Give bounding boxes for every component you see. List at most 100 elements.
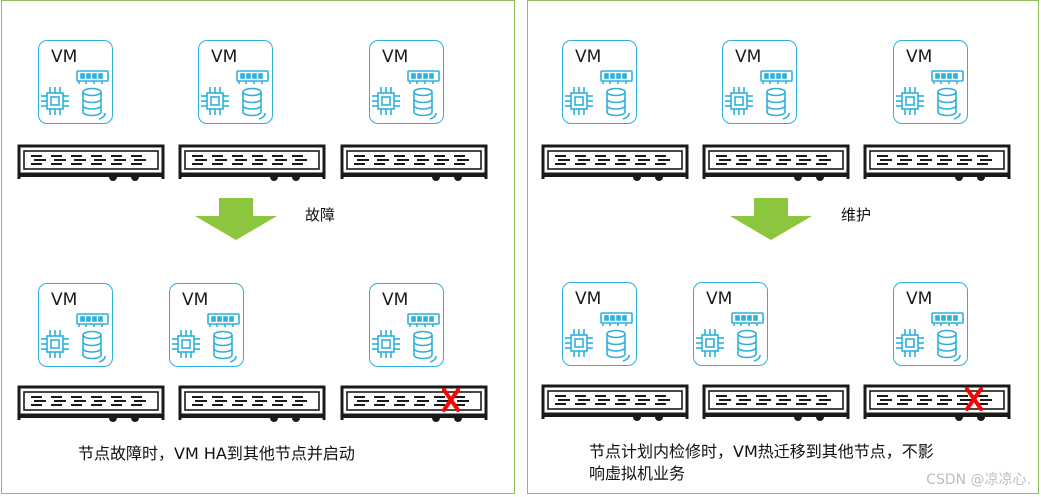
vm-label: VM — [211, 47, 238, 67]
rack-server-icon — [17, 385, 165, 423]
vm-card: VM — [562, 282, 637, 366]
disk-database-icon — [82, 330, 106, 363]
vm-label: VM — [51, 47, 78, 67]
memory-module-icon — [931, 70, 964, 84]
vm-card: VM — [562, 40, 637, 124]
rack-server-shape — [863, 144, 1011, 181]
rack-server-icon — [702, 144, 850, 182]
arrow-shape — [730, 198, 812, 240]
vm-contents — [696, 312, 764, 362]
disk-database-icon — [213, 330, 237, 363]
cpu-chip-icon — [41, 330, 69, 358]
cpu-chip-icon — [896, 87, 924, 115]
rack-server-icon — [541, 144, 689, 182]
disk-database-icon — [766, 87, 790, 120]
action-label-maintenance: 维护 — [841, 206, 872, 224]
rack-server-shape — [541, 384, 689, 421]
memory-module-icon — [236, 70, 269, 84]
vm-label: VM — [51, 290, 78, 310]
vm-label: VM — [735, 47, 762, 67]
vm-label: VM — [575, 47, 602, 67]
disk-database-icon — [937, 87, 961, 120]
memory-module-icon — [76, 70, 109, 84]
vm-card: VM — [38, 40, 113, 124]
cpu-chip-icon — [725, 87, 753, 115]
vm-contents — [372, 313, 440, 363]
vm-contents — [565, 70, 633, 120]
rack-server-shape — [17, 144, 165, 181]
vm-contents — [565, 312, 633, 362]
rack-server-icon — [178, 385, 326, 423]
rack-server-shape — [340, 144, 488, 181]
vm-card: VM — [169, 283, 244, 367]
cpu-chip-icon — [896, 329, 924, 357]
down-arrow-icon — [195, 198, 277, 240]
maintenance-caption-line-2: 响虚拟机业务 — [589, 464, 686, 483]
memory-module-icon — [407, 70, 440, 84]
memory-module-icon — [76, 313, 109, 327]
watermark: CSDN @凉凉心. — [926, 472, 1031, 488]
vm-card: VM — [369, 283, 444, 367]
vm-card: VM — [369, 40, 444, 124]
action-label-failure: 故障 — [305, 206, 336, 224]
vm-card: VM — [722, 40, 797, 124]
rack-server-icon — [863, 144, 1011, 182]
rack-server-shape — [541, 144, 689, 181]
cpu-chip-icon — [696, 329, 724, 357]
vm-contents — [896, 70, 964, 120]
vm-card: VM — [38, 283, 113, 367]
disk-database-icon — [242, 87, 266, 120]
cpu-chip-icon — [201, 87, 229, 115]
vm-label: VM — [182, 290, 209, 310]
vm-label: VM — [906, 289, 933, 309]
cpu-chip-icon — [372, 330, 400, 358]
rack-server-icon — [702, 384, 850, 422]
vm-label: VM — [382, 290, 409, 310]
down-arrow-icon — [730, 198, 812, 240]
cpu-chip-icon — [372, 87, 400, 115]
red-x-icon — [442, 388, 460, 412]
vm-contents — [896, 312, 964, 362]
cpu-chip-icon — [565, 329, 593, 357]
vm-card: VM — [893, 282, 968, 366]
rack-server-shape — [17, 385, 165, 422]
memory-module-icon — [407, 313, 440, 327]
arrow-shape — [195, 198, 277, 240]
disk-database-icon — [937, 329, 961, 362]
rack-server-shape — [702, 384, 850, 421]
disk-database-icon — [737, 329, 761, 362]
disk-database-icon — [413, 330, 437, 363]
disk-database-icon — [82, 87, 106, 120]
rack-server-shape — [863, 384, 1011, 421]
memory-module-icon — [731, 312, 764, 326]
rack-server-icon — [17, 144, 165, 182]
cpu-chip-icon — [41, 87, 69, 115]
rack-server-shape — [340, 385, 488, 422]
vm-contents — [41, 70, 109, 120]
rack-server-shape — [178, 385, 326, 422]
memory-module-icon — [600, 70, 633, 84]
rack-server-shape — [702, 144, 850, 181]
vm-card: VM — [693, 282, 768, 366]
vm-card: VM — [198, 40, 273, 124]
memory-module-icon — [760, 70, 793, 84]
vm-contents — [172, 313, 240, 363]
cpu-chip-icon — [172, 330, 200, 358]
vm-contents — [725, 70, 793, 120]
failed-rack-server-icon — [340, 385, 488, 423]
vm-label: VM — [575, 289, 602, 309]
memory-module-icon — [207, 313, 240, 327]
vm-label: VM — [706, 289, 733, 309]
vm-contents — [372, 70, 440, 120]
ha-caption: 节点故障时，VM HA到其他节点并启动 — [78, 444, 355, 463]
failed-rack-server-icon — [863, 384, 1011, 422]
rack-server-icon — [541, 384, 689, 422]
maintenance-caption-line-1: 节点计划内检修时，VM热迁移到其他节点，不影 — [589, 442, 934, 461]
vm-contents — [201, 70, 269, 120]
disk-database-icon — [606, 329, 630, 362]
disk-database-icon — [606, 87, 630, 120]
rack-server-icon — [178, 144, 326, 182]
memory-module-icon — [931, 312, 964, 326]
cpu-chip-icon — [565, 87, 593, 115]
vm-card: VM — [893, 40, 968, 124]
